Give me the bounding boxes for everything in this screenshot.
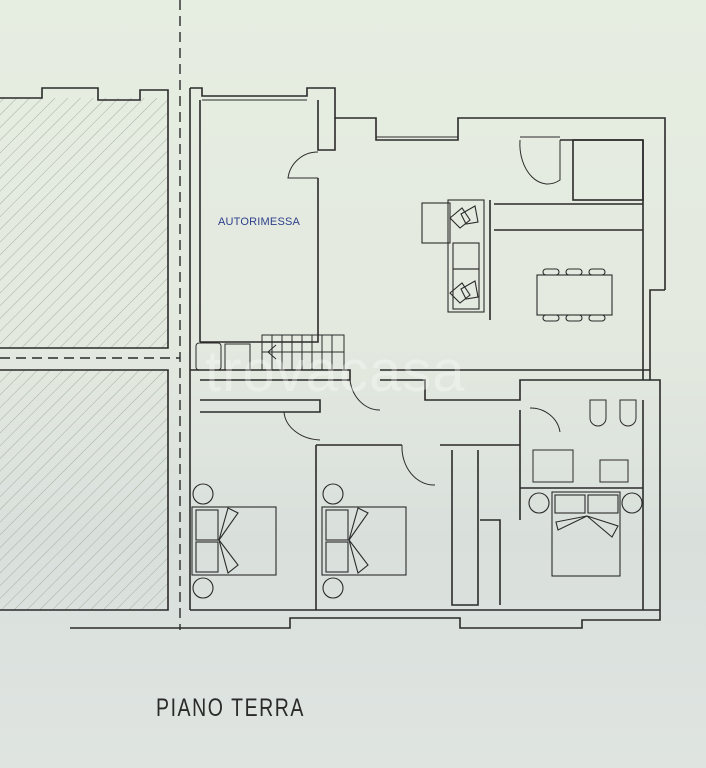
toilet xyxy=(589,399,607,427)
shower-tray xyxy=(532,449,574,483)
staircase xyxy=(261,334,345,371)
watermark-text: trovacasa xyxy=(205,339,466,404)
washbasin xyxy=(599,459,629,483)
bedroom-1-bed xyxy=(191,483,277,599)
kitchen-storage xyxy=(572,139,644,201)
bathroom-fixtures xyxy=(532,399,637,483)
dining-table xyxy=(536,268,613,322)
bedroom-2-bed xyxy=(321,483,407,599)
bidet xyxy=(619,399,637,427)
corner-sofa xyxy=(421,199,485,313)
internal-walls xyxy=(190,369,660,611)
room-label-garage: AUTORIMESSA xyxy=(218,216,301,228)
neighbour-unit-top xyxy=(0,87,169,349)
plan-title: PIANO TERRA xyxy=(156,694,306,722)
master-bed xyxy=(528,491,643,577)
neighbour-unit-bottom xyxy=(0,369,169,611)
